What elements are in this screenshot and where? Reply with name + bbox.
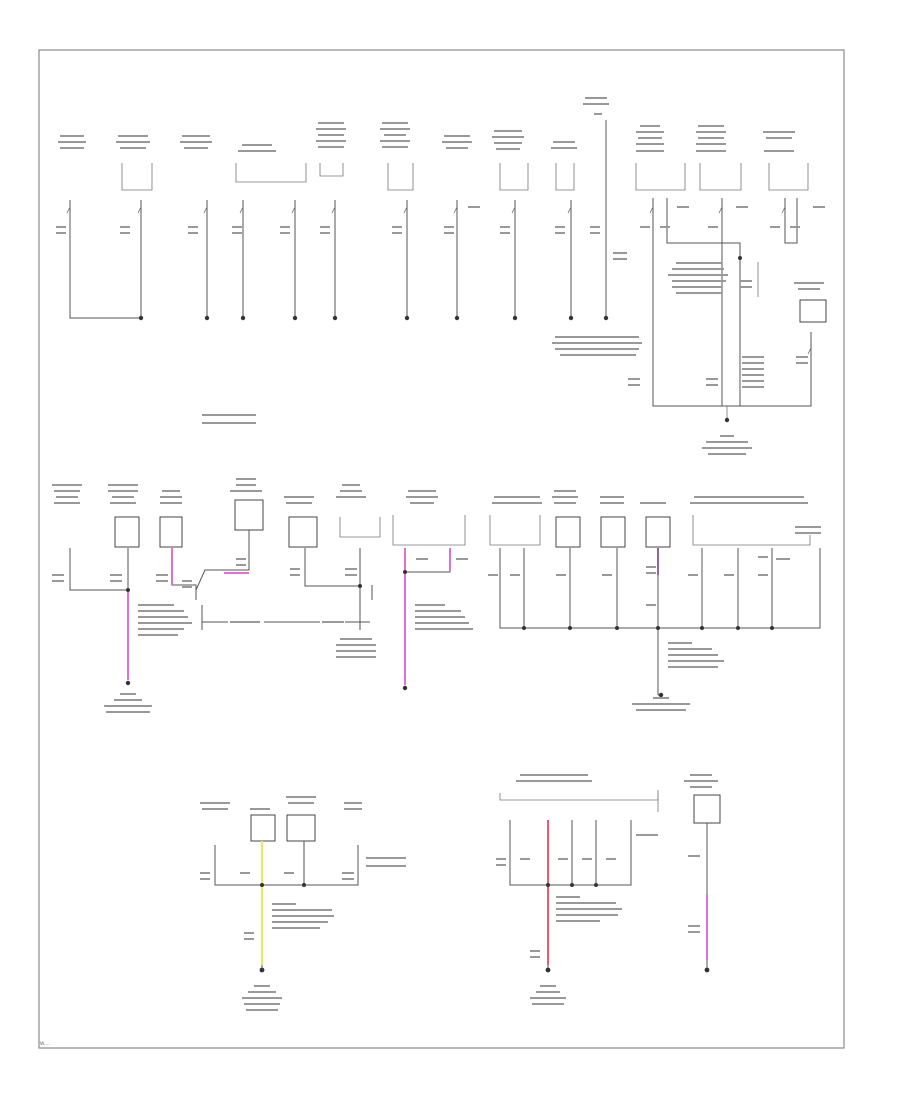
connector-box-top-right xyxy=(799,299,827,323)
middle-wire-labels xyxy=(52,556,790,713)
connector-box-6 xyxy=(600,516,626,548)
connector-box-9 xyxy=(286,814,316,842)
middle-dots xyxy=(125,570,774,698)
connector-box-10 xyxy=(693,794,721,824)
connector-box-4 xyxy=(288,516,318,548)
bottom-component-labels xyxy=(200,774,718,810)
diagram-frame xyxy=(38,49,845,1049)
connector-box-1 xyxy=(114,516,140,548)
connector-box-5 xyxy=(555,516,581,548)
connector-box-2 xyxy=(159,516,183,548)
top-ground-dots xyxy=(138,256,742,423)
bottom-dots xyxy=(259,883,710,973)
connector-box-8 xyxy=(250,814,276,842)
top-section xyxy=(56,97,827,455)
figure-code: W.... xyxy=(40,1042,50,1047)
bottom-section xyxy=(200,774,721,1011)
middle-component-labels xyxy=(52,478,821,534)
connector-box-7 xyxy=(645,516,671,548)
middle-section xyxy=(52,478,821,713)
top-component-labels xyxy=(58,97,795,152)
bottom-wire-labels xyxy=(200,834,700,1011)
top-wire-labels xyxy=(56,206,825,455)
connector-box-3 xyxy=(234,499,264,531)
top-terminal-ticks xyxy=(66,206,812,355)
